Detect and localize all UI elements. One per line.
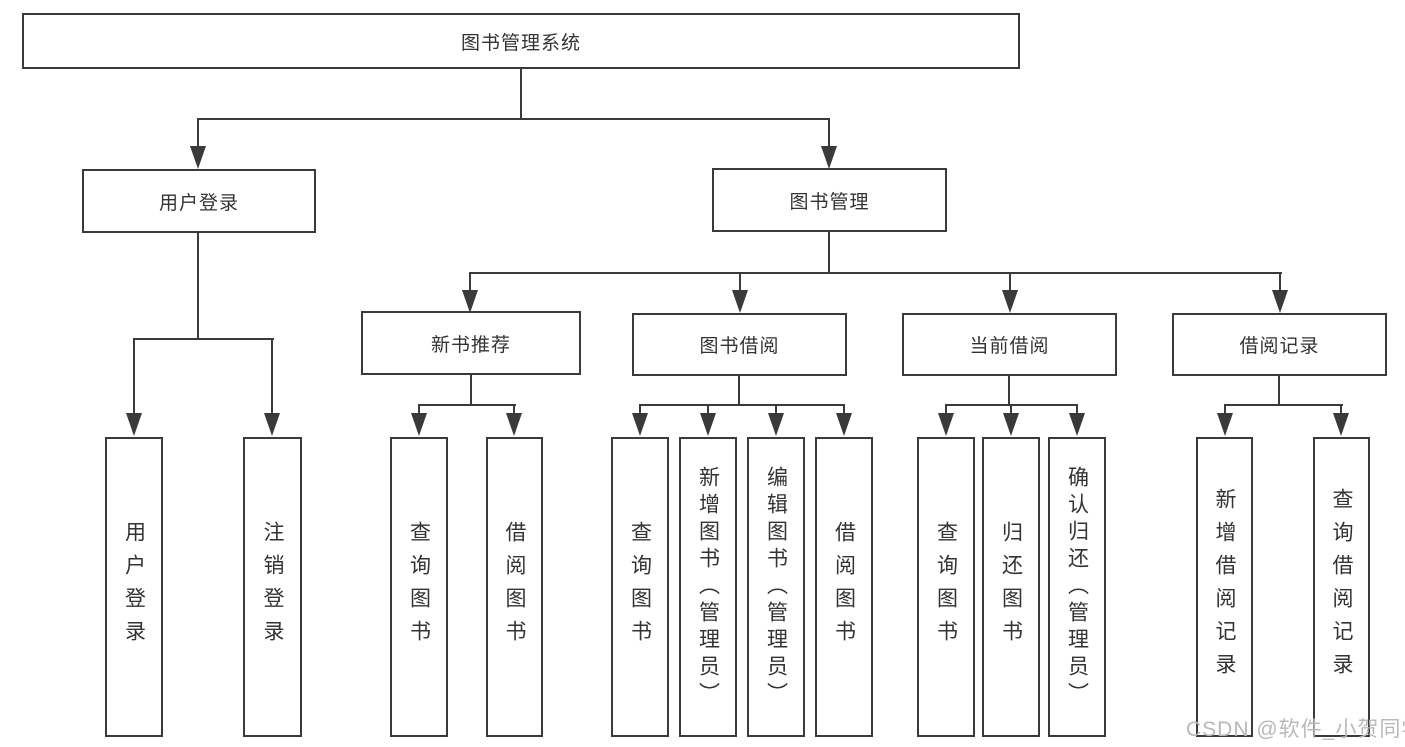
leaf-query-books-new: 查询图书	[390, 437, 448, 737]
connector-line	[1010, 404, 1012, 415]
leaf-label: 归还图书	[999, 521, 1023, 653]
node-label: 图书管理	[789, 191, 870, 213]
connector-line	[828, 232, 830, 274]
connector-line	[418, 404, 420, 415]
connector-line	[945, 404, 947, 415]
connector-line	[1224, 404, 1226, 415]
leaf-confirm-return-admin: 确认归还（管理员）	[1048, 437, 1106, 737]
arrow-down-icon	[506, 413, 522, 436]
connector-line	[513, 404, 515, 415]
connector-line	[1279, 272, 1281, 292]
leaf-logout: 注销登录	[243, 437, 302, 737]
connector-line	[1008, 376, 1010, 405]
arrow-down-icon	[1333, 413, 1349, 436]
leaf-add-borrow-record: 新增借阅记录	[1196, 437, 1253, 737]
connector-line	[1224, 404, 1343, 406]
leaf-label: 编辑图书（管理员）	[764, 465, 788, 709]
leaf-query-books-borrow: 查询图书	[611, 437, 669, 737]
leaf-label: 借阅图书	[832, 521, 856, 653]
arrow-down-icon	[1272, 290, 1288, 313]
leaf-query-books-current: 查询图书	[917, 437, 975, 737]
connector-line	[133, 338, 274, 340]
leaf-label: 确认归还（管理员）	[1065, 465, 1089, 709]
node-current-borrowing: 当前借阅	[902, 313, 1117, 376]
arrow-down-icon	[1003, 413, 1019, 436]
leaf-label: 借阅图书	[503, 521, 526, 653]
connector-line	[271, 338, 273, 416]
node-book-borrowing: 图书借阅	[632, 313, 847, 376]
node-user-login: 用户登录	[82, 169, 316, 233]
arrow-down-icon	[462, 290, 478, 313]
arrow-down-icon	[938, 413, 954, 436]
connector-line	[133, 338, 135, 416]
leaf-label: 查询借阅记录	[1330, 488, 1353, 686]
arrow-down-icon	[732, 290, 748, 313]
connector-line	[1278, 376, 1280, 405]
leaf-label: 新增借阅记录	[1213, 488, 1236, 686]
node-book-management: 图书管理	[712, 168, 947, 232]
connector-line	[828, 118, 830, 148]
arrow-down-icon	[1002, 290, 1018, 313]
arrow-down-icon	[836, 413, 852, 436]
leaf-label: 注销登录	[261, 521, 284, 653]
arrow-down-icon	[126, 413, 142, 436]
watermark: CSDN @软件_小贺同学	[1186, 718, 1405, 741]
node-label: 图书管理系统	[460, 32, 581, 54]
leaf-query-borrow-record: 查询借阅记录	[1313, 437, 1370, 737]
leaf-add-books-admin: 新增图书（管理员）	[679, 437, 737, 737]
leaf-edit-books-admin: 编辑图书（管理员）	[747, 437, 805, 737]
arrow-down-icon	[768, 413, 784, 436]
connector-line	[707, 404, 709, 415]
node-library-system: 图书管理系统	[22, 13, 1020, 69]
arrow-down-icon	[700, 413, 716, 436]
node-label: 图书借阅	[699, 336, 780, 357]
connector-line	[775, 404, 777, 415]
leaf-user-login: 用户登录	[105, 437, 163, 737]
node-borrowing-records: 借阅记录	[1172, 313, 1387, 376]
node-label: 新书推荐	[430, 334, 511, 356]
connector-line	[739, 272, 741, 292]
node-label: 借阅记录	[1239, 336, 1320, 357]
node-label: 用户登录	[158, 192, 239, 214]
arrow-down-icon	[1217, 413, 1233, 436]
arrow-down-icon	[264, 413, 280, 436]
connector-line	[469, 272, 1282, 274]
leaf-label: 查询图书	[628, 521, 652, 653]
arrow-down-icon	[190, 146, 206, 169]
connector-line	[470, 375, 472, 405]
connector-line	[738, 376, 740, 405]
leaf-label: 用户登录	[122, 521, 146, 653]
leaf-label: 查询图书	[407, 521, 431, 653]
arrow-down-icon	[1069, 413, 1085, 436]
leaf-return-books: 归还图书	[982, 437, 1040, 737]
connector-line	[418, 404, 516, 406]
node-label: 当前借阅	[969, 336, 1050, 357]
connector-line	[843, 404, 845, 415]
arrow-down-icon	[411, 413, 427, 436]
connector-line	[469, 272, 471, 292]
leaf-label: 查询图书	[934, 521, 958, 653]
arrow-down-icon	[632, 413, 648, 436]
connector-line	[639, 404, 641, 415]
leaf-label: 新增图书（管理员）	[696, 465, 720, 709]
connector-line	[1340, 404, 1342, 415]
leaf-borrow-books-new: 借阅图书	[486, 437, 543, 737]
connector-line	[197, 232, 199, 338]
connector-line	[197, 118, 199, 148]
node-new-book-recommendation: 新书推荐	[361, 311, 581, 375]
arrow-down-icon	[821, 146, 837, 169]
connector-line	[197, 118, 830, 120]
connector-line	[520, 69, 522, 120]
connector-line	[1076, 404, 1078, 415]
connector-line	[639, 404, 845, 406]
leaf-borrow-books: 借阅图书	[815, 437, 873, 737]
connector-line	[1009, 272, 1011, 292]
